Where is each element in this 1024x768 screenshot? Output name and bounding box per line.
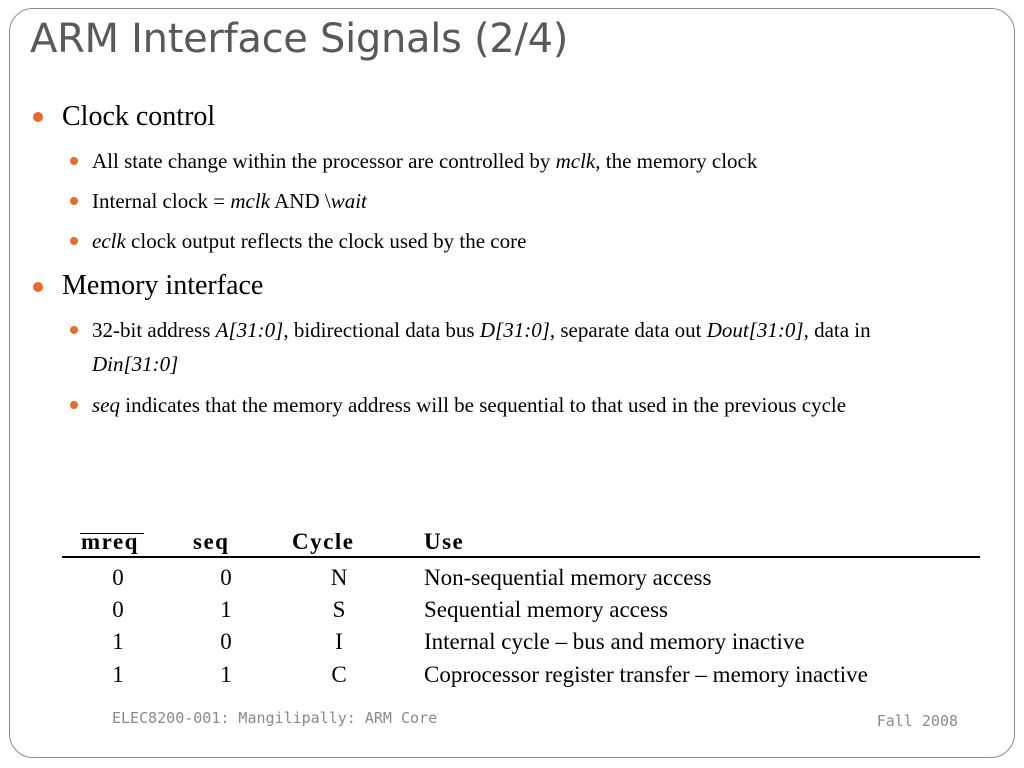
bullet-icon [70,157,78,165]
cell-mreq: 0 [112,597,124,622]
cell-mreq: 1 [112,662,124,687]
cell-seq: 1 [220,597,232,622]
table-header-rule [62,556,980,558]
memory-item-2: seq indicates that the memory address wi… [92,393,847,417]
cell-use: Internal cycle – bus and memory inactive [424,629,805,654]
bullet-icon [70,401,78,409]
header-use: Use [424,529,465,554]
header-seq: seq [193,529,230,554]
bullet-icon [70,326,78,334]
cell-mreq: 1 [112,629,124,654]
bullet-icon [70,197,78,205]
section-heading-clock-control: Clock control [62,101,216,132]
cell-mreq: 0 [112,565,124,590]
bullet-icon [33,112,43,122]
slide-title: ARM Interface Signals (2/4) [30,16,569,62]
clock-item-2: Internal clock = mclk AND \wait [92,189,367,213]
cell-cycle: N [330,565,348,590]
mreq-overbar [80,533,144,534]
cell-use: Non-sequential memory access [424,565,712,590]
cell-use: Coprocessor register transfer – memory i… [424,662,868,687]
cell-seq: 1 [220,662,232,687]
bullet-icon [33,282,43,292]
section-heading-memory-interface: Memory interface [62,270,264,301]
header-mreq: mreq [81,529,139,554]
bullet-icon [70,237,78,245]
clock-item-1: All state change within the processor ar… [92,149,758,173]
cell-seq: 0 [220,629,232,654]
cell-cycle: C [331,662,347,687]
cell-cycle: S [332,597,346,622]
cell-use: Sequential memory access [424,597,668,622]
memory-item-1: 32-bit address A[31:0], bidirectional da… [92,318,871,376]
clock-item-3: eclk clock output reflects the clock use… [92,229,527,253]
cell-seq: 0 [220,565,232,590]
slide-frame [9,8,1015,758]
footer-course: ELEC8200-001: Mangilipally: ARM Core [112,709,438,727]
header-cycle: Cycle [292,529,355,554]
cell-cycle: I [335,629,343,654]
footer-term: Fall 2008 [876,712,958,730]
